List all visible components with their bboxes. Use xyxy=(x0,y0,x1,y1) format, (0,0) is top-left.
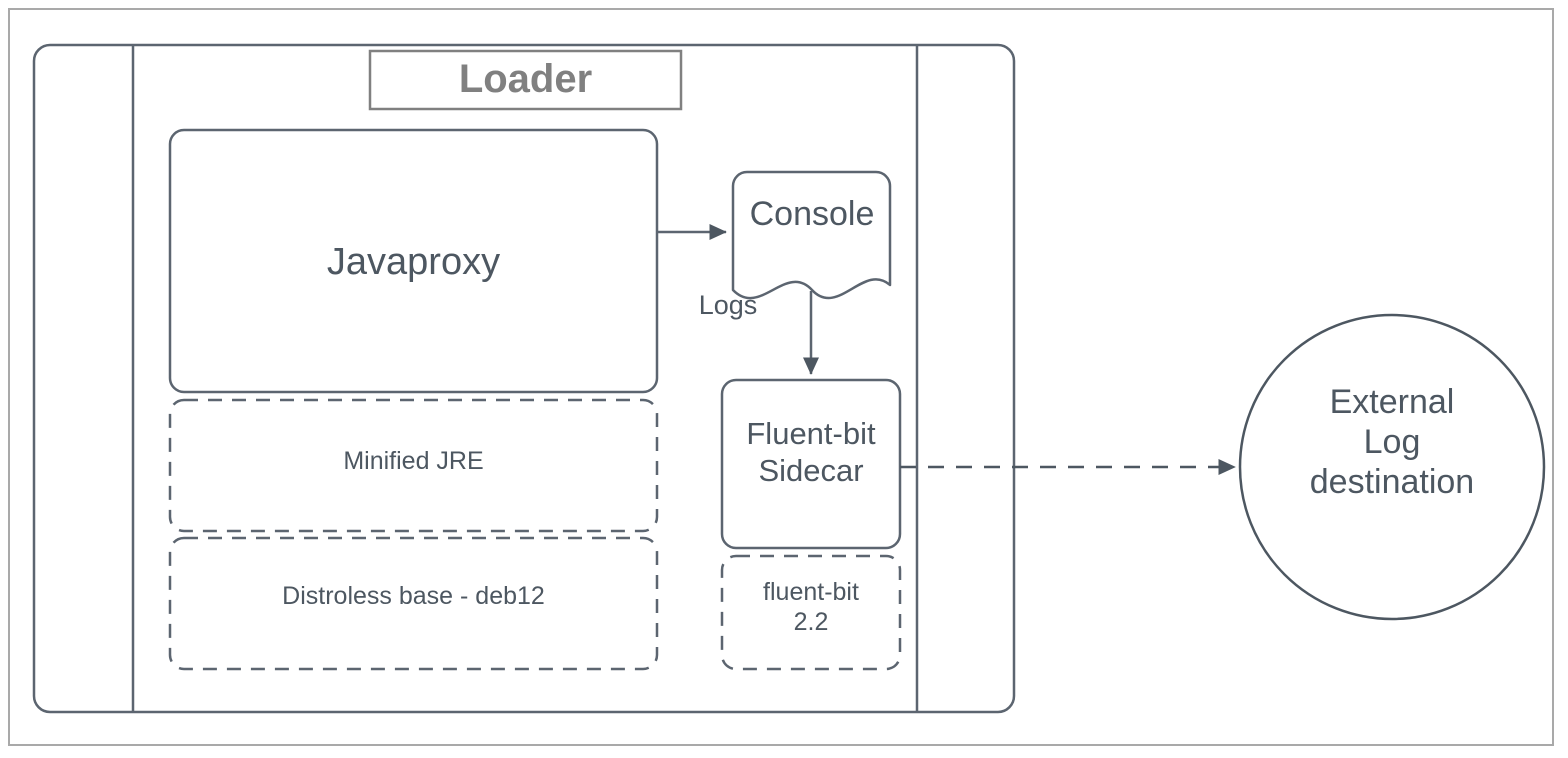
distroless-base-box xyxy=(168,536,659,671)
minified-jre-box xyxy=(168,398,659,533)
loader-container-outline xyxy=(32,43,1016,714)
fluent-bit-version-box xyxy=(720,554,902,671)
loader-title-box xyxy=(368,49,683,111)
external-log-destination-circle xyxy=(1238,313,1546,621)
javaproxy-box xyxy=(168,128,659,394)
page-border xyxy=(8,8,1554,746)
console-document-shape xyxy=(731,170,892,300)
fluent-bit-sidecar-box xyxy=(720,378,902,550)
